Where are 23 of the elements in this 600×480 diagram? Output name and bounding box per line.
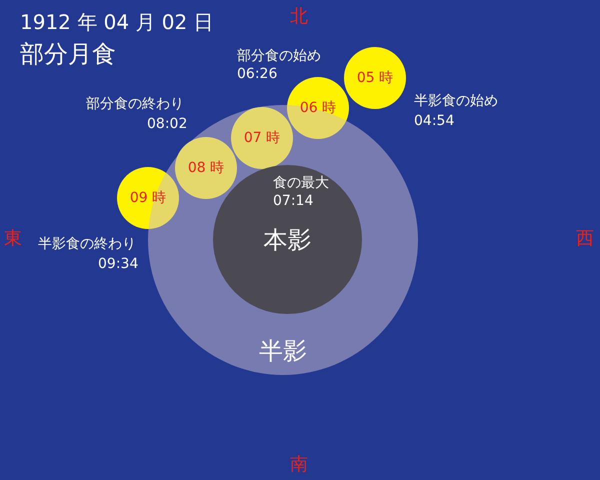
event-label: 06:26	[237, 66, 278, 83]
direction-label: 北	[290, 6, 308, 28]
hour-label: 07 時	[244, 129, 280, 147]
shadow-label: 半影	[259, 336, 307, 367]
event-label: 07:14	[273, 193, 314, 210]
hour-label: 08 時	[188, 159, 224, 177]
event-label: 部分食の終わり	[86, 96, 184, 113]
event-label: 食の最大	[273, 175, 329, 192]
moon-circle	[231, 107, 293, 169]
direction-label: 南	[290, 454, 308, 476]
event-label: 09:34	[98, 256, 138, 273]
event-label: 部分食の始め	[237, 48, 321, 65]
event-label: 半影食の終わり	[38, 236, 136, 253]
diagram-title: 1912 年 04 月 02 日	[20, 10, 214, 34]
direction-label: 東	[4, 228, 22, 250]
shadow-label: 本影	[264, 224, 312, 256]
event-label: 08:02	[147, 116, 188, 133]
direction-label: 西	[576, 228, 594, 250]
hour-label: 05 時	[356, 69, 394, 87]
event-label: 04:54	[414, 113, 454, 130]
event-label: 半影食の始め	[414, 93, 498, 110]
eclipse-type-heading: 部分月食	[20, 40, 116, 69]
moon-circle	[175, 137, 237, 199]
